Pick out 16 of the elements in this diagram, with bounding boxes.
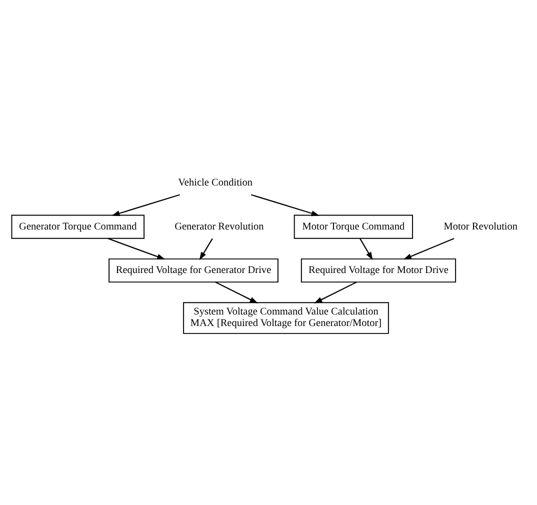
arrow xyxy=(403,238,454,260)
arrow xyxy=(314,282,357,304)
node-box: Required Voltage for Generator Drive xyxy=(108,258,278,283)
arrow xyxy=(215,282,258,304)
node-box: Required Voltage for Motor Drive xyxy=(300,258,456,283)
arrow xyxy=(112,194,180,216)
arrow xyxy=(360,238,373,260)
node-text: Generator Revolution xyxy=(174,221,264,232)
node-box: Motor Torque Command xyxy=(294,214,414,239)
arrow xyxy=(199,238,213,260)
arrow xyxy=(250,194,320,216)
arrow xyxy=(108,238,166,260)
node-text: Motor Revolution xyxy=(444,221,518,232)
node-box: System Voltage Command Value Calculation MAX [Required Voltage for Generator/Motor] xyxy=(183,302,389,334)
node-box: Generator Torque Command xyxy=(11,214,145,239)
node-text: Vehicle Condition xyxy=(178,178,253,189)
